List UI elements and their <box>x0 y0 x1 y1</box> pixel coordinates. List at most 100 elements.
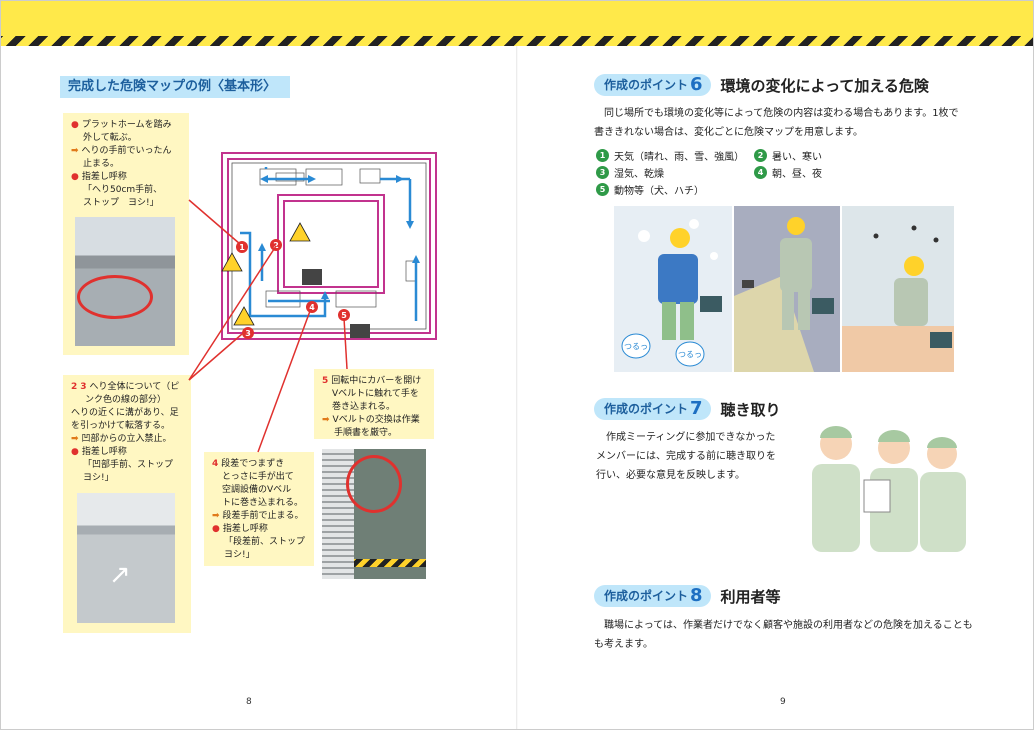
note-text: ヨシ!」 <box>83 473 114 483</box>
arrow-icon: ➡ <box>212 511 220 521</box>
toolbox-icon <box>812 298 834 314</box>
note-text: トに巻き込まれる。 <box>222 498 304 508</box>
page-spine <box>516 46 518 730</box>
arrow-icon: ➡ <box>322 415 330 425</box>
note-text: 「段差前、ストップ <box>224 537 306 547</box>
note-text: 段差でつまずき <box>221 459 285 469</box>
worker-figure <box>920 437 966 552</box>
bullet-icon: ● <box>71 447 79 457</box>
highlight-ring <box>346 455 402 513</box>
map-inner-edge <box>277 194 385 294</box>
worker-figure <box>780 238 812 292</box>
marker-5: 5 <box>341 311 347 320</box>
marker-3: 3 <box>245 329 251 338</box>
note-text: へり全体について（ピ <box>89 382 180 392</box>
note-text: を引っかけて転落する。 <box>71 421 171 431</box>
photo-platform-edge <box>75 217 175 346</box>
map-walk-route <box>240 167 418 321</box>
leader-lines <box>188 199 348 453</box>
note-text: へりの手前でいったん <box>81 146 172 156</box>
note-text: 空調設備のVベル <box>222 485 292 495</box>
ice-label: つるっ <box>624 342 648 351</box>
note-text: 手順書を厳守。 <box>334 428 398 438</box>
hazard-stripe <box>0 36 1034 46</box>
note-text: へりの近くに溝があり、足 <box>71 408 179 418</box>
note-text: 「凹部手前、ストップ <box>83 460 174 470</box>
hazard-map: 1 2 3 4 5 <box>221 152 437 340</box>
note-text: ンク色の線の部分） <box>85 395 167 405</box>
note-text: 凹部からの立入禁止。 <box>81 434 172 444</box>
helmet-icon <box>670 228 690 248</box>
warning-sign-icon <box>221 222 311 326</box>
arrow-icon: ↗ <box>109 560 131 590</box>
note-text: 段差手前で止まる。 <box>222 511 304 521</box>
note-text: 指差し呼称 <box>81 447 127 457</box>
map-outer-edge-inner <box>227 158 431 334</box>
note-text: プラットホームを踏み <box>81 120 172 130</box>
flashlight-icon <box>742 280 754 288</box>
illustration-svg: つるっ つるっ <box>614 206 954 372</box>
point-6-body: 同じ場所でも環境の変化等によって危険の内容は変わる場合もあります。1枚で 書きき… <box>594 108 959 138</box>
highlight-ring <box>77 275 153 319</box>
marker-2: 2 <box>273 241 279 250</box>
point-7-body: 作成ミーティングに参加できなかった メンバーには、完成する前に聴き取りを 行い、… <box>596 432 776 481</box>
point-title: 環境の変化によって加える危険 <box>720 76 929 95</box>
note-text: Vベルトに触れて手を <box>332 389 419 399</box>
bee-icon <box>873 225 939 243</box>
helmet-icon <box>787 217 805 235</box>
clipboard-icon <box>863 479 891 513</box>
note-text: 「へり50cm手前、 <box>83 185 163 195</box>
note-text: 止まる。 <box>83 159 120 169</box>
photo-air-conditioner <box>322 449 426 579</box>
worker-figure <box>894 278 928 326</box>
note-text: ヨシ!」 <box>224 550 255 560</box>
marker-1: 1 <box>239 243 245 252</box>
note-text: Vベルトの交換は作業 <box>332 415 420 425</box>
note-text: 指差し呼称 <box>81 172 127 182</box>
toolbox-icon <box>930 332 952 348</box>
helmet-icon <box>904 256 924 276</box>
bullet-icon: ● <box>71 172 79 182</box>
ice-label: つるっ <box>678 350 702 359</box>
point-title: 聴き取り <box>720 400 781 419</box>
note-text: とっさに手が出て <box>222 472 294 482</box>
page-number: 9 <box>780 697 786 707</box>
caution-tape <box>354 559 426 567</box>
environment-illustrations: つるっ つるっ <box>614 206 954 372</box>
note-text: ストップ ヨシ!」 <box>83 198 159 208</box>
bullet-icon: ● <box>212 524 220 534</box>
worker-figure <box>863 430 918 552</box>
arrow-icon: ➡ <box>71 434 79 444</box>
worker-figure <box>812 426 860 552</box>
section-title: 完成した危険マップの例〈基本形〉 <box>60 76 290 98</box>
ac-unit-icon <box>302 269 322 285</box>
arrow-icon: ➡ <box>71 146 79 156</box>
toolbox-icon <box>700 296 722 312</box>
photo-roof-edge: ↗ <box>77 493 175 623</box>
map-parapet <box>231 162 427 330</box>
note-text: 指差し呼称 <box>222 524 268 534</box>
worker-figure <box>658 254 698 304</box>
map-inner-edge-inner <box>283 200 379 288</box>
note-text: 巻き込まれる。 <box>332 402 396 412</box>
ac-unit-icon <box>350 324 370 338</box>
map-route-arrows <box>258 175 420 299</box>
interview-illustration <box>798 416 970 556</box>
map-equipment <box>259 168 417 308</box>
marker-4: 4 <box>309 303 315 312</box>
